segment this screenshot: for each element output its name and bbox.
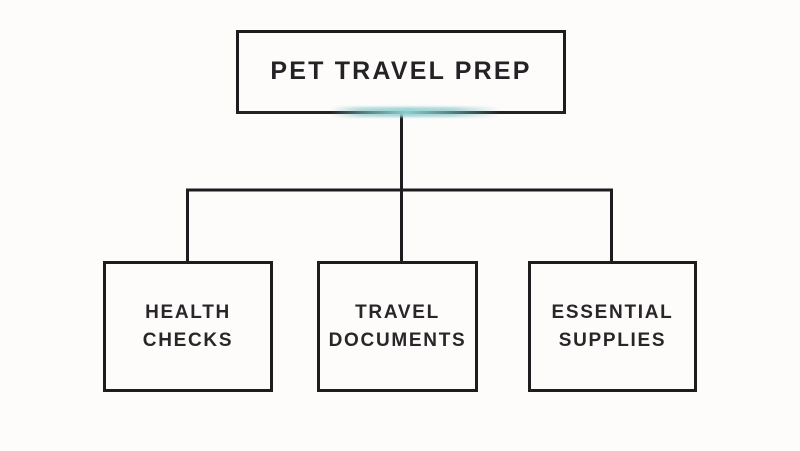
branch-node-label: TRAVEL DOCUMENTS [329,299,467,354]
branch-label-line-2: SUPPLIES [558,329,667,351]
branch-label-line-2: CHECKS [142,329,234,351]
branch-node-travel-documents[interactable]: TRAVEL DOCUMENTS [317,261,478,392]
branch-node-essential-supplies[interactable]: ESSENTIAL SUPPLIES [528,261,697,392]
branch-node-health-checks[interactable]: HEALTH CHECKS [103,261,273,392]
branch-label-line-1: HEALTH [145,301,231,323]
branch-label-line-2: DOCUMENTS [328,329,467,351]
branch-node-label: HEALTH CHECKS [143,299,233,354]
root-node[interactable]: PET TRAVEL PREP [236,30,566,114]
root-node-label: PET TRAVEL PREP [270,57,532,86]
branch-node-label: ESSENTIAL SUPPLIES [552,299,674,354]
branch-label-line-1: ESSENTIAL [551,301,674,323]
branch-label-line-1: TRAVEL [355,301,440,323]
